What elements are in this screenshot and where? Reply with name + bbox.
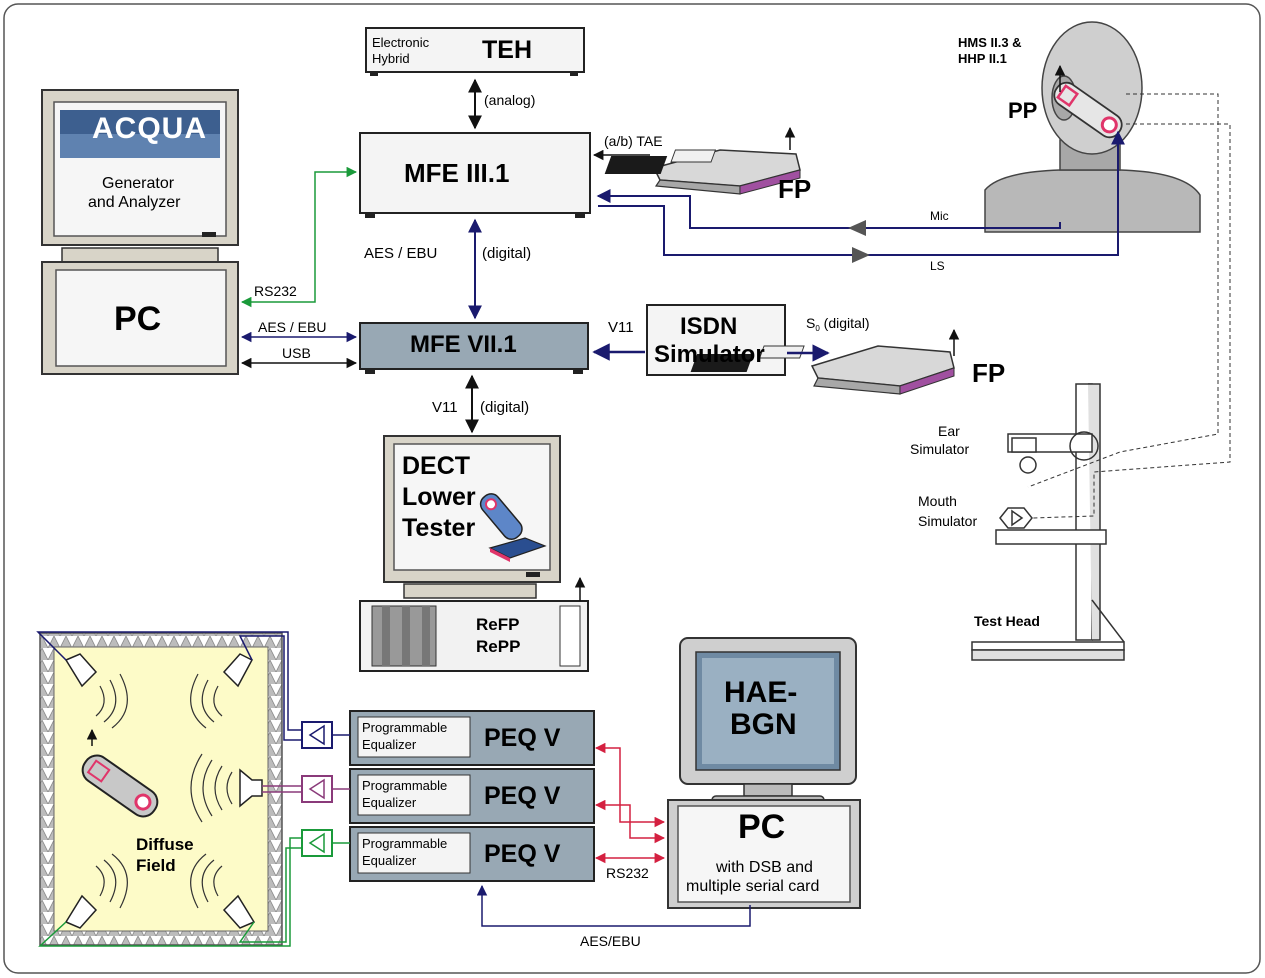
amplifier-purple <box>301 775 333 803</box>
digital-mid-label: (digital) <box>482 245 532 262</box>
link-peq2-pc <box>594 799 666 844</box>
hae-monitor <box>679 637 857 807</box>
aes-ebu-mid-label: AES / EBU <box>364 245 438 262</box>
test-head-label: Test Head <box>974 613 1040 629</box>
speaker-bottom-right <box>222 894 256 929</box>
pc-right-title: PC <box>738 808 786 846</box>
peq-stack <box>349 710 595 882</box>
s0-label: S0 (digital) <box>806 316 870 333</box>
rs232-left-label: RS232 <box>254 283 297 299</box>
peq3-small-2: Equalizer <box>362 853 417 868</box>
mfe7-title: MFE VII.1 <box>410 331 517 358</box>
artificial-head <box>984 21 1201 233</box>
fp-phone-bottom <box>690 328 960 395</box>
pp-label: PP <box>1008 98 1038 123</box>
diffuse-line-1: Diffuse <box>136 835 194 854</box>
head-title-2: HHP II.1 <box>958 51 1007 66</box>
aes-ebu-bottom-label: AES/EBU <box>580 933 641 949</box>
s0-letter: S <box>806 315 816 331</box>
peq3-title: PEQ V <box>484 840 561 868</box>
ls-label: LS <box>930 259 945 273</box>
ear-simulator-label-1: Ear <box>938 423 960 439</box>
link-ls <box>598 130 1125 256</box>
usb-label: USB <box>282 345 311 361</box>
pc-left-case <box>41 261 239 375</box>
acqua-line-1: Generator <box>102 175 175 192</box>
rs232-right-label: RS232 <box>606 865 649 881</box>
acqua-line-2: and Analyzer <box>88 194 181 211</box>
peq2-small-1: Programmable <box>362 778 448 793</box>
peq3-small-1: Programmable <box>362 836 448 851</box>
pc-right-line-1: with DSB and <box>716 859 813 876</box>
fp-phone-top <box>604 126 801 195</box>
peq1-title: PEQ V <box>484 724 561 752</box>
link-pc-rs232 <box>240 166 358 308</box>
isdn-line-1: ISDN <box>680 313 738 340</box>
s0-digital: (digital) <box>819 315 870 331</box>
mfe3-device <box>359 132 591 218</box>
hae-line-2: BGN <box>730 708 797 741</box>
fp-top-label: FP <box>778 174 812 204</box>
v11-right-label: V11 <box>608 319 634 336</box>
teh-small-label-2: Hybrid <box>372 51 410 66</box>
refp-line-1: ReFP <box>476 615 520 634</box>
speaker-top-right <box>222 653 254 688</box>
mic-label: Mic <box>930 209 949 223</box>
acqua-logo: ACQUA <box>92 112 207 145</box>
mouth-simulator-label-2: Simulator <box>918 513 978 529</box>
amplifier-navy <box>301 721 333 749</box>
peq1-small-1: Programmable <box>362 720 448 735</box>
peq2-title: PEQ V <box>484 782 561 810</box>
amplifier-green <box>301 829 333 857</box>
ab-tae-label: (a/b) TAE <box>604 133 663 149</box>
head-title-1: HMS II.3 & <box>958 35 1022 50</box>
ear-simulator-label-2: Simulator <box>910 441 970 457</box>
teh-small-label-1: Electronic <box>372 35 430 50</box>
speaker-top-left <box>64 653 98 688</box>
link-mic <box>596 189 1061 229</box>
handset-in-field <box>81 754 159 818</box>
fp-bottom-label: FP <box>972 358 1006 388</box>
pc-left-title: PC <box>114 300 162 338</box>
refp-rack <box>359 576 589 672</box>
diffuse-line-2: Field <box>136 856 176 875</box>
refp-line-2: RePP <box>476 637 521 656</box>
digital-low-label: (digital) <box>480 399 530 416</box>
aes-ebu-left-label: AES / EBU <box>258 319 327 335</box>
mfe7-device <box>359 322 589 374</box>
isdn-line-2: Simulator <box>654 341 765 368</box>
s0-subscript: 0 <box>815 324 820 333</box>
teh-title: TEH <box>482 36 532 64</box>
mouth-simulator-label-1: Mouth <box>918 493 957 509</box>
pc-right-case <box>667 799 861 909</box>
peq1-small-2: Equalizer <box>362 737 417 752</box>
dect-monitor <box>383 435 561 599</box>
hae-line-1: HAE- <box>724 676 798 709</box>
mfe3-title: MFE III.1 <box>404 158 510 188</box>
peq2-small-2: Equalizer <box>362 795 417 810</box>
analog-label: (analog) <box>484 92 536 108</box>
speaker-mid-right <box>239 768 263 808</box>
speaker-bottom-left <box>64 894 98 929</box>
acqua-monitor <box>41 89 239 263</box>
pc-right-line-2: multiple serial card <box>686 878 820 895</box>
link-aes-bottom <box>476 884 751 927</box>
dect-line-1: DECT <box>402 452 471 480</box>
diffuse-field-room <box>39 632 283 946</box>
v11-low-label: V11 <box>432 399 458 416</box>
dect-line-3: Tester <box>402 514 476 542</box>
teh-device <box>365 27 585 76</box>
dect-line-2: Lower <box>402 483 476 511</box>
